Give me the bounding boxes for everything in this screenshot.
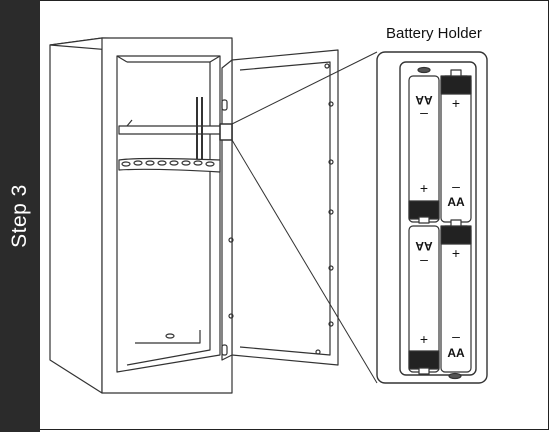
- step-sidebar: Step 3: [0, 0, 40, 432]
- callout-title: Battery Holder: [386, 25, 482, 42]
- battery-holder-location: [219, 123, 233, 141]
- battery-3-minus: –: [420, 251, 428, 267]
- battery-1-minus: –: [420, 104, 428, 120]
- battery-cell-4: [440, 219, 472, 373]
- battery-2-minus: –: [452, 178, 460, 194]
- shelf: [118, 125, 223, 135]
- battery-2-plus: +: [452, 95, 460, 111]
- battery-cell-3: [408, 225, 440, 375]
- battery-2-type: AA: [447, 195, 465, 209]
- battery-3-type: AA: [415, 239, 433, 253]
- battery-1-type: AA: [415, 93, 433, 107]
- safe-body: [49, 37, 233, 394]
- safe-door: [219, 49, 339, 366]
- battery-4-type: AA: [447, 346, 465, 360]
- battery-cell-1: [408, 75, 440, 224]
- battery-3-plus: +: [420, 331, 428, 347]
- gun-rack: [118, 157, 221, 173]
- battery-1-plus: +: [420, 180, 428, 196]
- battery-4-minus: –: [452, 328, 460, 344]
- battery-4-plus: +: [452, 245, 460, 261]
